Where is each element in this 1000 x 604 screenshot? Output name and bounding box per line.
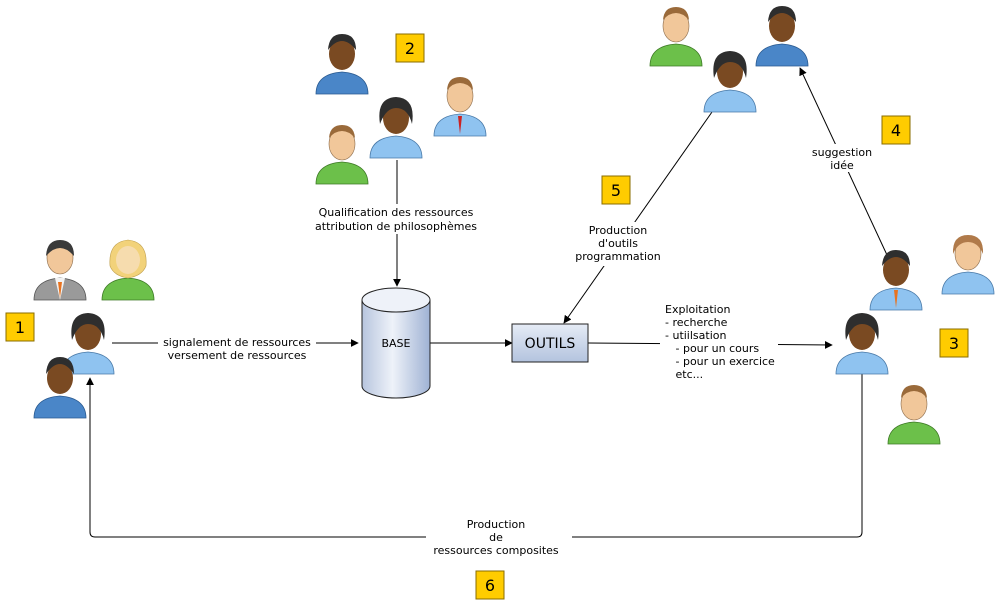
- base-label: BASE: [381, 337, 410, 350]
- label-production-composites: Production de ressources composites: [426, 516, 572, 558]
- person-icon: [315, 125, 369, 185]
- label-qualification-line2: attribution de philosophèmes: [315, 220, 477, 233]
- person-icon: [33, 357, 87, 419]
- label-exploitation-line4: - pour un cours: [665, 342, 759, 355]
- badge-2-label: 2: [405, 39, 415, 58]
- label-exploitation-line2: - recherche: [665, 316, 728, 329]
- person-icon: [941, 235, 995, 295]
- person-icon: [755, 6, 809, 67]
- person-icon: [315, 34, 369, 95]
- person-icon: [869, 250, 923, 311]
- person-icon: [33, 240, 87, 301]
- badge-2: 2: [395, 33, 425, 63]
- label-exploitation-line1: Exploitation: [665, 303, 730, 316]
- label-exploitation-line6: etc...: [665, 368, 703, 381]
- badge-6: 6: [475, 570, 505, 600]
- badge-4-label: 4: [891, 121, 901, 140]
- person-icon: [703, 51, 757, 113]
- badge-5: 5: [601, 175, 631, 205]
- label-exploitation: Exploitation - recherche - utiilsation -…: [660, 301, 778, 383]
- badge-3: 3: [939, 328, 969, 358]
- label-qualification: Qualification des ressources attribution…: [312, 204, 480, 234]
- label-production-outils-line3: programmation: [575, 250, 661, 263]
- label-suggestion-line1: suggestion: [812, 146, 872, 159]
- badge-4: 4: [881, 115, 911, 145]
- person-icon: [433, 77, 487, 137]
- badge-3-label: 3: [949, 334, 959, 353]
- person-icon: [101, 239, 155, 301]
- label-signalement: signalement de ressources versement de r…: [158, 335, 316, 363]
- label-exploitation-line5: - pour un exercice: [665, 355, 775, 368]
- label-production-outils-line2: d'outils: [598, 237, 638, 250]
- label-suggestion: suggestion idée: [806, 144, 878, 172]
- people: [33, 6, 995, 445]
- person-icon: [369, 97, 423, 159]
- label-signalement-line1: signalement de ressources: [163, 336, 311, 349]
- label-qualification-line1: Qualification des ressources: [319, 206, 474, 219]
- label-suggestion-line2: idée: [830, 159, 854, 172]
- label-production-composites-line3: ressources composites: [433, 544, 559, 557]
- label-exploitation-line3: - utiilsation: [665, 329, 726, 342]
- badge-6-label: 6: [485, 576, 495, 595]
- label-production-composites-line2: de: [489, 531, 503, 544]
- arrow-production-outils: [563, 111, 713, 324]
- label-production-composites-line1: Production: [467, 518, 526, 531]
- person-icon: [835, 313, 889, 375]
- label-signalement-line2: versement de ressources: [168, 349, 307, 362]
- outils-box[interactable]: OUTILS: [511, 323, 589, 363]
- person-icon: [649, 7, 703, 67]
- person-icon: [887, 385, 941, 445]
- label-production-outils: Production d'outils programmation: [572, 222, 666, 266]
- badge-5-label: 5: [611, 181, 621, 200]
- label-production-outils-line1: Production: [589, 224, 648, 237]
- badge-1-label: 1: [15, 318, 25, 337]
- base-database[interactable]: BASE: [361, 287, 431, 399]
- outils-label: OUTILS: [525, 336, 576, 352]
- arrow-production-composites: [86, 372, 863, 538]
- badge-1: 1: [5, 312, 35, 342]
